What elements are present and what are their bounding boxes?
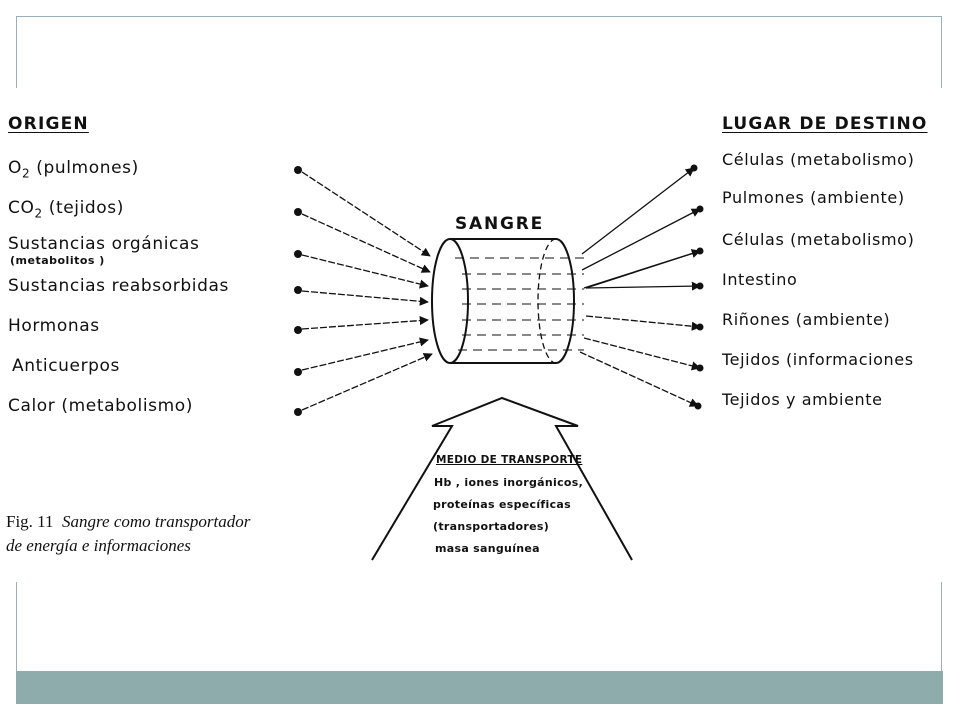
- transport-line: proteínas específicas: [433, 498, 571, 511]
- origin-header: ORIGEN: [8, 114, 89, 134]
- destination-item: Intestino: [722, 270, 798, 289]
- diagram-graphics: [294, 164, 704, 561]
- footer-bar: [16, 671, 943, 704]
- origin-item-organic-note: (metabolitos ): [10, 254, 105, 267]
- sangre-title: SANGRE: [455, 214, 545, 234]
- figure-caption-line2: de energía e informaciones: [6, 536, 191, 555]
- destination-arrow: [579, 351, 699, 407]
- destination-item: Pulmones (ambiente): [722, 188, 905, 207]
- crossing-line: [585, 250, 701, 289]
- destination-arrow: [585, 315, 701, 331]
- diagram-figure: ORIGEN O2 (pulmones) CO2 (tejidos) Susta…: [0, 88, 960, 582]
- transport-line: masa sanguínea: [435, 542, 540, 555]
- origin-arrow: [301, 213, 431, 273]
- origin-dot: [294, 166, 302, 174]
- origin-item-hormones: Hormonas: [8, 316, 100, 336]
- transport-arrow: [371, 396, 633, 561]
- destination-arrow: [581, 208, 701, 271]
- destination-item: Riñones (ambiente): [722, 310, 891, 329]
- destination-arrow: [581, 167, 695, 255]
- origin-arrow: [301, 316, 429, 330]
- destination-item: Tejidos y ambiente: [722, 390, 883, 409]
- origin-arrow: [301, 337, 429, 371]
- destination-item: Células (metabolismo): [722, 150, 915, 169]
- destination-header: LUGAR DE DESTINO: [722, 114, 928, 134]
- destination-dots: [690, 164, 704, 410]
- destination-arrow: [585, 281, 701, 291]
- origin-dots: [294, 166, 302, 416]
- origin-arrows: [301, 171, 433, 411]
- origin-arrow: [301, 290, 429, 306]
- origin-dot: [294, 408, 302, 416]
- origin-item-co2: CO2 (tejidos): [8, 198, 124, 221]
- origin-arrow: [301, 171, 431, 257]
- origin-dot: [294, 250, 302, 258]
- origin-dot: [294, 208, 302, 216]
- transport-line: Hb , iones inorgánicos,: [434, 476, 584, 489]
- origin-item-heat: Calor (metabolismo): [8, 396, 194, 416]
- transport-line: (transportadores): [433, 520, 550, 533]
- destination-arrows: [579, 167, 701, 407]
- origin-arrow: [301, 353, 433, 411]
- origin-item-reabsorbed: Sustancias reabsorbidas: [8, 276, 229, 296]
- destination-item: Células (metabolismo): [722, 230, 915, 249]
- origin-dot: [294, 368, 302, 376]
- figure-caption-line1: Fig. 11 Sangre como transportador: [6, 512, 251, 531]
- origin-dot: [294, 286, 302, 294]
- transport-title: MEDIO DE TRANSPORTE: [436, 454, 583, 466]
- destination-item: Tejidos (informaciones: [722, 350, 914, 369]
- origin-dot: [294, 326, 302, 334]
- origin-item-o2: O2 (pulmones): [8, 158, 139, 181]
- origin-item-antibodies: Anticuerpos: [12, 356, 121, 376]
- origin-item-organic: Sustancias orgánicas: [8, 234, 200, 254]
- origin-arrow: [301, 254, 429, 289]
- blood-cylinder: [431, 238, 584, 364]
- destination-arrow: [583, 337, 701, 371]
